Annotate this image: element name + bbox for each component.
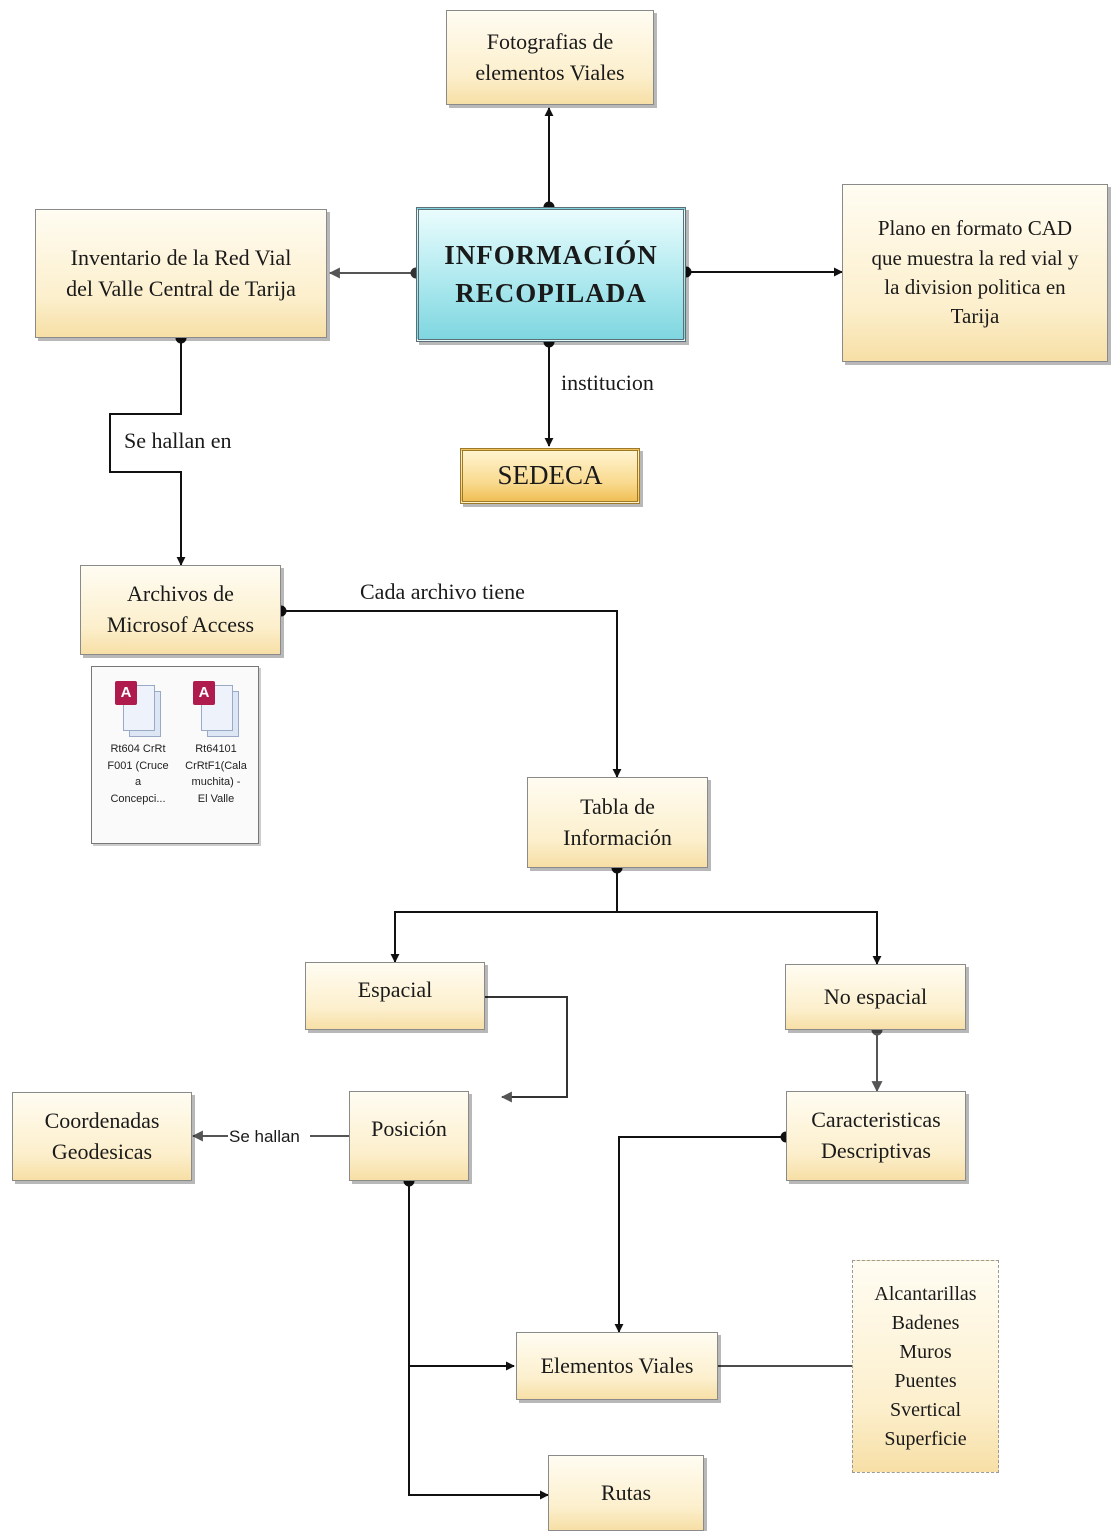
node-main-label: INFORMACIÓN RECOPILADA — [444, 239, 658, 308]
access-file-icon: A — [115, 681, 161, 737]
node-inventory-label: Inventario de la Red Vial del Valle Cent… — [66, 244, 296, 301]
node-non-spatial-label: No espacial — [823, 983, 928, 1009]
node-sedeca-label: SEDECA — [497, 460, 603, 491]
node-cad-plan: Plano en formato CAD que muestra la red … — [842, 184, 1108, 362]
edge-inventory-to-access — [109, 338, 186, 566]
node-photos: Fotografias de elementos Viales — [446, 10, 654, 105]
access-file-icon: A — [193, 681, 239, 737]
node-characteristics: Caracteristicas Descriptivas — [786, 1091, 966, 1181]
node-position-label: Posición — [371, 1116, 447, 1141]
node-spatial: Espacial — [305, 962, 485, 1030]
access-badge-icon: A — [193, 681, 215, 705]
edge-characteristics-to-elements — [614, 1136, 786, 1333]
access-badge-icon: A — [115, 681, 137, 705]
node-position: Posición — [349, 1091, 469, 1181]
node-element-list-label: Alcantarillas Badenes Muros Puentes Sver… — [874, 1282, 977, 1450]
edge-access-to-table — [281, 610, 622, 778]
node-access-files: Archivos de Microsof Access — [80, 565, 281, 655]
node-photos-label: Fotografias de elementos Viales — [475, 28, 625, 85]
node-routes: Rutas — [548, 1455, 704, 1531]
edge-spatial-to-position — [485, 996, 568, 1103]
file-name: Rt604 CrRt F001 (Cruce a Concepci... — [107, 743, 169, 805]
node-coordinates: Coordenadas Geodesicas — [12, 1092, 192, 1181]
node-characteristics-label: Caracteristicas Descriptivas — [811, 1107, 941, 1163]
edge-table-split — [390, 868, 618, 963]
edge-position-to-routes — [408, 1366, 549, 1500]
edge-label-cada-archivo: Cada archivo tiene — [360, 579, 525, 604]
file-item[interactable]: A Rt64101 CrRtF1(Cala muchita) - El Vall… — [178, 681, 254, 807]
file-name: Rt64101 CrRtF1(Cala muchita) - El Valle — [185, 743, 247, 805]
node-coordinates-label: Coordenadas Geodesicas — [44, 1107, 160, 1164]
edge-label-se-hallan: Se hallan — [229, 1127, 300, 1146]
node-road-elements-label: Elementos Viales — [540, 1352, 694, 1378]
node-road-elements: Elementos Viales — [516, 1332, 718, 1400]
node-cad-plan-label: Plano en formato CAD que muestra la red … — [871, 216, 1079, 329]
node-routes-label: Rutas — [600, 1479, 652, 1505]
node-spatial-label: Espacial — [357, 977, 433, 1002]
edge-table-to-nonspatial — [617, 911, 882, 965]
node-inventory: Inventario de la Red Vial del Valle Cent… — [35, 209, 327, 338]
edge-position-to-elements — [408, 1181, 515, 1371]
node-info-table: Tabla de Información — [527, 777, 708, 868]
node-access-files-label: Archivos de Microsof Access — [106, 581, 255, 637]
node-element-list: Alcantarillas Badenes Muros Puentes Sver… — [852, 1260, 999, 1473]
access-files-panel: A Rt604 CrRt F001 (Cruce a Concepci... A… — [91, 666, 259, 844]
node-non-spatial: No espacial — [785, 964, 966, 1030]
edge-label-institucion: institucion — [561, 370, 654, 395]
file-item[interactable]: A Rt604 CrRt F001 (Cruce a Concepci... — [100, 681, 176, 807]
edge-label-se-hallan-en: Se hallan en — [124, 428, 232, 453]
node-main-information: INFORMACIÓN RECOPILADA — [416, 207, 686, 342]
node-sedeca: SEDECA — [460, 448, 640, 504]
node-info-table-label: Tabla de Información — [563, 793, 672, 850]
